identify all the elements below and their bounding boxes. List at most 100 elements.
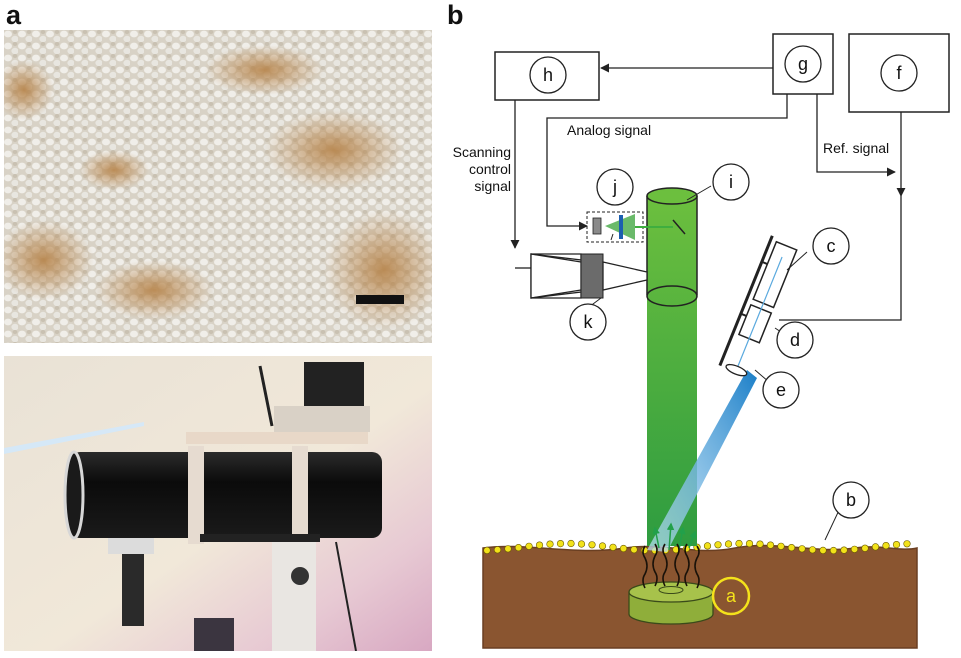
line-analog-signal [546,94,788,231]
mount-plate [274,406,370,432]
surface-particle [714,541,722,549]
soil-patch [94,260,214,320]
surface-particle [871,543,880,551]
detector-j [586,211,673,243]
mount-rail [186,432,368,444]
tube-ring [292,446,308,544]
circle-label-f: f [880,54,918,92]
circle-label-text-i: i [729,172,733,192]
panel-label-a: a [6,0,22,30]
surface-particle [787,543,796,552]
surface-particle [514,543,523,552]
line-ref-to-d [779,196,902,321]
surface-particle [850,545,859,553]
laser-streak [4,422,144,454]
surface-particle [703,542,712,550]
surface-particle [567,539,575,548]
fluorescence-arrows [652,522,697,551]
mount-pier [272,542,316,651]
cable [258,365,274,427]
surface-particle [577,540,586,548]
surface-particle [861,544,869,552]
circle-label-text-e: e [776,380,786,400]
surface-particle [829,546,838,555]
circle-label-h: h [529,56,567,94]
surface-particle [493,546,502,554]
laser-unit [304,362,364,406]
soil-patch [4,60,54,120]
focuser [122,538,144,626]
surface-particle [630,545,638,554]
surface-particle [745,539,754,548]
scale-bar [356,295,404,304]
surface-particle [798,545,806,553]
surface-particle [535,541,544,549]
circle-label-text-h: h [543,65,553,85]
circle-label-text-d: d [790,330,800,350]
surface-particle [483,546,491,555]
surface-particle [724,540,733,548]
circle-label-k: k [569,303,607,341]
soil-patch [324,210,432,330]
surface-particle [756,540,764,548]
surface-particle [892,540,901,549]
focuser-bracket [108,538,154,554]
surface-particle [546,540,554,548]
buried-sample [628,543,714,625]
soil-patch [79,150,149,190]
surface-particle [882,541,890,550]
circle-labels: h g f i j k c d e b a [529,45,918,616]
telescope-bottom-ellipse [646,285,698,307]
photo-granules-on-soil [4,30,432,343]
surface-particle [525,542,533,550]
circle-label-e: e [762,371,800,409]
circle-label-text-c: c [827,236,836,256]
scanning-signal-label-2: control [469,161,511,177]
receiver-assembly [718,235,798,377]
circle-label-text-b: b [846,490,856,510]
scanning-signal-label-3: signal [474,178,511,194]
circle-label-c: c [812,227,850,265]
circle-label-text-k: k [584,312,594,332]
surface-particle [735,539,743,548]
surface-particle [903,540,911,548]
surface-particle [819,546,827,555]
surface-particle [766,541,775,549]
surface-particle [588,541,596,549]
circle-label-text-a: a [726,586,737,606]
scanning-unit-k [530,253,648,299]
cable [335,541,357,651]
analog-signal-label: Analog signal [567,122,651,138]
dovetail-bar [200,534,320,542]
surface-particle [556,539,565,548]
blue-fluorescence-cone [647,370,757,552]
ref-signal-label: Ref. signal [823,140,889,156]
surface-particle [598,542,607,550]
soil-patch [4,220,94,300]
circle-label-i: i [712,163,750,201]
surface-particle [609,543,617,551]
surface-particles [483,539,911,555]
circle-label-d: d [776,321,814,359]
tube-ring [188,446,204,544]
surface-particle [840,546,848,554]
photo-telescope-instrument [4,356,432,651]
circle-label-text-g: g [798,54,808,74]
circle-label-text-j: j [612,177,617,197]
mount-knob [291,567,309,585]
circle-label-text-f: f [896,63,902,83]
camera-body [194,618,234,651]
scanning-signal-label-1: Scanning [453,144,511,160]
circle-label-a: a [711,576,751,616]
telescope-top-ellipse [646,187,698,205]
surface-particle [504,545,512,553]
surface-particle [619,544,628,553]
telescope-tube [70,452,382,538]
line-g-ref [816,94,896,177]
circle-label-j: j [596,168,634,206]
circle-label-g: g [784,45,822,83]
soil-patch [264,110,404,190]
surface-particle [777,542,785,550]
soil-patch [204,45,324,95]
mirror [672,219,686,235]
